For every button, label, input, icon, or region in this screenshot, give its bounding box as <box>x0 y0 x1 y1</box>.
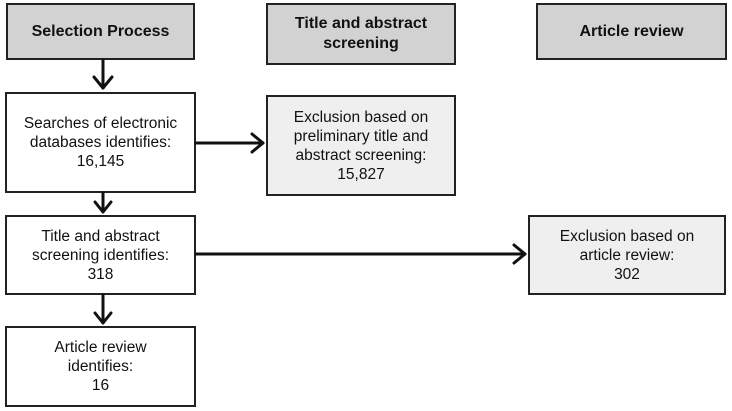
arrowhead-title-abstract-to-article-review <box>93 311 113 325</box>
header-title-abstract-screening: Title and abstract screening <box>266 3 456 65</box>
title-abstract-line-1: Title and abstract <box>41 227 160 245</box>
exclusion-screening-line-2: preliminary title and <box>293 127 429 145</box>
box-searches: Searches of electronic databases identif… <box>5 92 196 193</box>
header-selection-label: Selection Process <box>31 22 170 40</box>
searches-count: 16,145 <box>76 153 125 170</box>
arrowhead-title-abstract-to-exclusion-review <box>512 243 527 265</box>
title-abstract-count: 318 <box>87 265 114 283</box>
exclusion-screening-line-1: Exclusion based on <box>293 108 429 126</box>
box-article-review: Article review identifies: 16 <box>5 326 196 407</box>
header-screening-line-2: screening <box>323 35 399 52</box>
box-exclusion-screening: Exclusion based on preliminary title and… <box>266 95 456 196</box>
title-abstract-line-2: screening identifies: <box>32 246 169 264</box>
searches-line-2: databases identifies: <box>29 134 172 151</box>
exclusion-review-line-2: article review: <box>579 246 675 264</box>
arrowhead-header-to-searches <box>92 75 114 90</box>
header-screening-line-1: Title and abstract <box>294 15 428 32</box>
exclusion-review-count: 302 <box>614 265 640 283</box>
searches-line-1: Searches of electronic <box>23 115 178 132</box>
article-review-line-2: identifies: <box>67 358 134 375</box>
article-review-line-1: Article review <box>54 339 147 356</box>
exclusion-review-line-1: Exclusion based on <box>559 227 695 245</box>
header-selection-process: Selection Process <box>6 3 195 60</box>
arrowhead-searches-to-exclusion <box>250 132 265 154</box>
article-review-count: 16 <box>91 377 110 394</box>
box-title-abstract: Title and abstract screening identifies:… <box>5 215 196 295</box>
arrowhead-searches-to-title-abstract <box>93 200 113 214</box>
header-review-label: Article review <box>579 22 684 40</box>
box-exclusion-review: Exclusion based on article review: 302 <box>528 215 726 295</box>
exclusion-screening-count: 15,827 <box>337 165 385 183</box>
header-article-review: Article review <box>536 3 727 60</box>
exclusion-screening-line-3: abstract screening: <box>295 146 427 164</box>
